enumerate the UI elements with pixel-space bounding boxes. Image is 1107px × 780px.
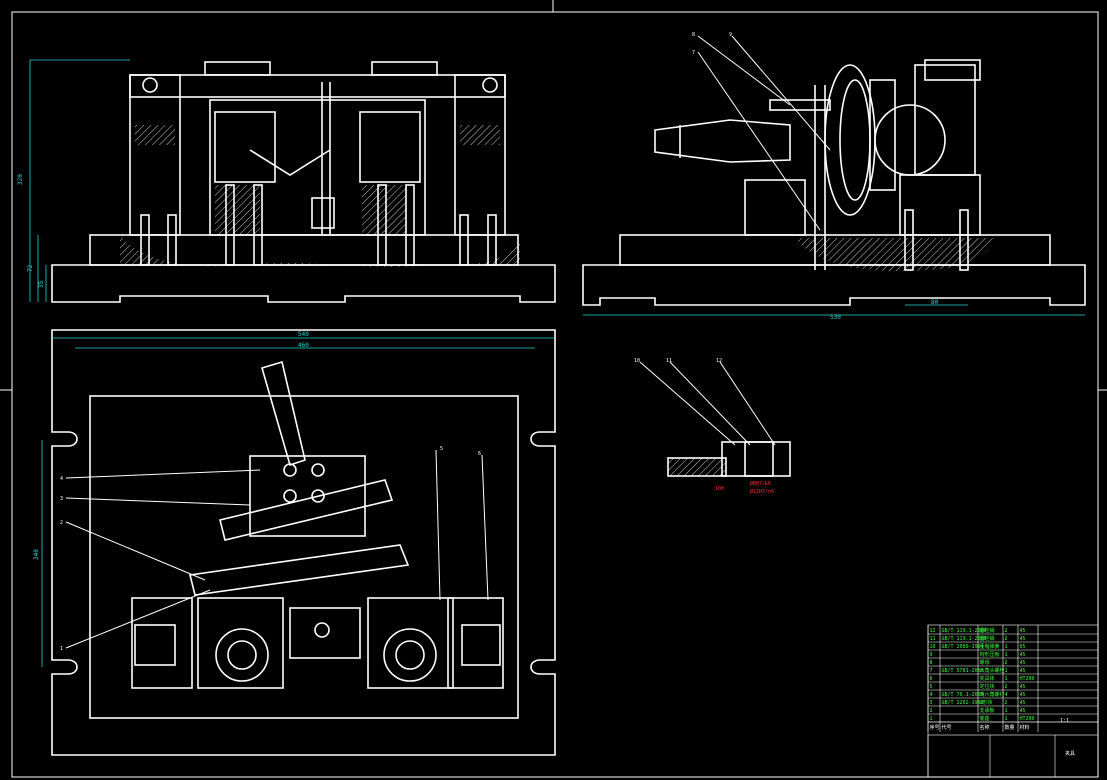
bom-cell: 2 (930, 708, 933, 714)
dim-detail-a: Ø8H7/k6 (750, 480, 771, 487)
detail-view: 10 11 12 100 Ø8H7/k6 Ø12H7/n6 (634, 358, 791, 495)
balloon-plan-2: 2 (60, 520, 63, 526)
side-view: 8 9 7 530 80 (582, 32, 1086, 321)
bom-cell: 8 (930, 660, 933, 666)
bom-cell: 45 (1020, 652, 1026, 658)
balloon-plan-6: 6 (478, 451, 481, 457)
bom-cell: 圆柱销 (980, 627, 995, 634)
balloon-detail-12: 12 (716, 358, 722, 364)
bom-cell: 4 (930, 692, 933, 698)
bom-cell: 12 (930, 628, 936, 634)
bom-cell: GB/T 119.1-2000 (942, 636, 987, 642)
bom-cell: 六角头螺栓 (980, 667, 1005, 674)
bom-cell: HT200 (1020, 716, 1035, 722)
bom-cell: 螺母 (980, 659, 990, 666)
sheet-frame (11, 11, 1099, 778)
bom-cell: 45 (1020, 636, 1026, 642)
balloon-detail-10: 10 (634, 358, 640, 364)
bom-cell: 圆柱销 (980, 635, 995, 642)
bom-cell: 1 (1005, 668, 1008, 674)
balloon-plan-3: 3 (60, 496, 63, 502)
bom-cell: 定位块 (980, 683, 995, 690)
bom-cell: 1 (1005, 644, 1008, 650)
balloon-side-8: 8 (692, 32, 695, 38)
bom-header-cell: 材料 (1020, 724, 1030, 731)
balloon-side-9: 9 (729, 32, 732, 38)
bom-cell: 6 (930, 676, 933, 682)
bom-cell: 1 (930, 716, 933, 722)
bom-cell: 7 (930, 668, 933, 674)
bom-cell: 2 (1005, 636, 1008, 642)
bom-header-cell: 代号 (942, 724, 952, 731)
bom-cell: 3 (930, 700, 933, 706)
bom-cell: 1 (1005, 652, 1008, 658)
bom-cell: 11 (930, 636, 936, 642)
balloon-detail-11: 11 (666, 358, 672, 364)
bom-cell: 45 (1020, 708, 1026, 714)
balloon-plan-4: 4 (60, 476, 63, 482)
bom-cell: 底座 (980, 715, 990, 722)
bom-cell: 4 (1005, 692, 1008, 698)
bom-cell: 钩形压板 (980, 651, 1000, 658)
bom-cell: 5 (930, 684, 933, 690)
bom-cell: 45 (1020, 668, 1026, 674)
bom-cell: 10 (930, 644, 936, 650)
dim-front-height: 320 (17, 174, 24, 185)
bom-header-cell: 序号 (930, 724, 940, 731)
bom-cell: HT200 (1020, 676, 1035, 682)
dim-side-offset: 80 (931, 299, 939, 306)
bom-cell: 1 (1005, 708, 1008, 714)
dim-front-mid: 72 (27, 264, 34, 272)
bom-cell: GB/T 2262-1991 (942, 700, 984, 706)
bom-cell: 65 (1020, 644, 1026, 650)
bom-cell: 支承板 (980, 707, 995, 714)
bom-cell: 2 (1005, 684, 1008, 690)
bom-cell: 夹具体 (980, 675, 995, 682)
bom-cell: GB/T 70.1-2000 (942, 692, 984, 698)
bom-cell: GB/T 119.1-2000 (942, 628, 987, 634)
bom-cell: 45 (1020, 628, 1026, 634)
balloon-plan-1: 1 (60, 646, 63, 652)
bom-cell: 2 (1005, 628, 1008, 634)
scale-text: 1:1 (1060, 718, 1069, 724)
dim-plan-inner: 460 (298, 342, 309, 349)
bom-header-cell: 名称 (980, 724, 990, 731)
balloon-side-7: 7 (692, 50, 695, 56)
bom-cell: 2 (1005, 700, 1008, 706)
bom-cell: 9 (930, 652, 933, 658)
front-view: 320 72 35 (17, 59, 556, 303)
bom-cell: 45 (1020, 700, 1026, 706)
bom-cell: 1 (1005, 716, 1008, 722)
title-text: 夹具 (1065, 750, 1075, 757)
bom-cell: V形块 (980, 699, 993, 706)
bom-cell: 45 (1020, 692, 1026, 698)
bom-cell: 2 (1005, 660, 1008, 666)
dim-front-low: 35 (38, 280, 45, 288)
dim-plan-outer: 540 (298, 331, 309, 338)
plan-view: 540 460 340 4 3 2 1 5 6 (33, 329, 556, 756)
dim-side-width: 530 (830, 314, 841, 321)
bom-cell: 45 (1020, 684, 1026, 690)
dim-plan-side: 340 (33, 549, 40, 560)
balloon-plan-5: 5 (440, 446, 443, 452)
dim-detail-c: 100 (715, 486, 724, 492)
bom-cell: 内六角螺钉 (980, 691, 1005, 698)
bom-header-cell: 数量 (1005, 724, 1015, 731)
dim-detail-b: Ø12H7/n6 (750, 488, 774, 495)
bom-cell: GB/T 2089-1994 (942, 644, 984, 650)
bom-cell: GB/T 5781-2000 (942, 668, 984, 674)
bom-cell: 1 (1005, 676, 1008, 682)
bom-cell: 45 (1020, 660, 1026, 666)
bom-cell: 压缩弹簧 (980, 643, 1000, 650)
